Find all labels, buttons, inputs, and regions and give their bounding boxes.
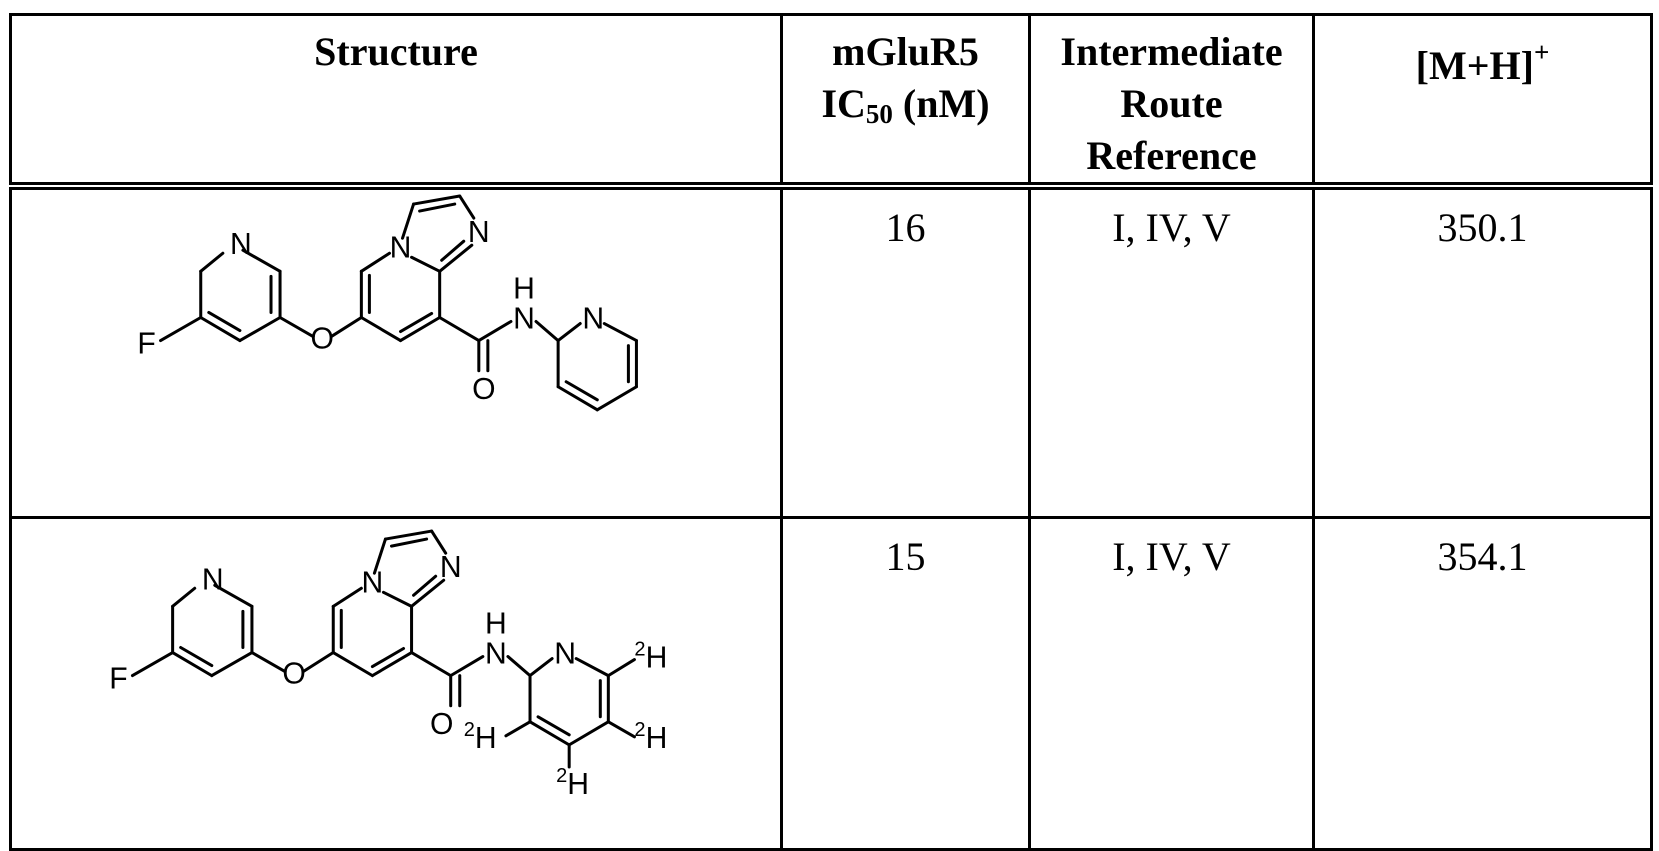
chemical-structure-1: N F O N N H N O N [12, 190, 780, 516]
compound-table: Structure mGluR5 IC50 (nM) Intermediate … [9, 13, 1653, 851]
atom-o: O [430, 708, 453, 741]
deuterium-label: 2H [556, 765, 589, 801]
route-cell: I, IV, V [1030, 518, 1314, 849]
atom-h: H [485, 608, 507, 641]
atom-n: N [202, 564, 224, 597]
atom-f: F [137, 328, 155, 361]
atom-f: F [109, 663, 127, 696]
atom-n: N [440, 551, 462, 584]
structure-cell: N F O N N H N O N 2H 2H 2H 2H [11, 518, 782, 849]
atom-n: N [513, 303, 535, 336]
atom-n: N [230, 228, 252, 261]
deuterium-label: 2H [634, 719, 667, 755]
atom-h: H [513, 272, 535, 305]
atom-n: N [468, 216, 490, 249]
structure-cell: N F O N N H N O N [11, 186, 782, 518]
mass-cell: 354.1 [1314, 518, 1652, 849]
header-route: Intermediate Route Reference [1030, 15, 1314, 187]
table-row: N F O N N H N O N 2H 2H 2H 2H [11, 518, 1652, 849]
atom-n: N [554, 638, 576, 671]
atom-o: O [472, 373, 495, 406]
header-ic50: mGluR5 IC50 (nM) [782, 15, 1030, 187]
atom-n: N [582, 303, 604, 336]
chemical-structure-2: N F O N N H N O N 2H 2H 2H 2H [12, 519, 780, 847]
header-row: Structure mGluR5 IC50 (nM) Intermediate … [11, 15, 1652, 187]
atom-n: N [390, 231, 412, 264]
route-cell: I, IV, V [1030, 186, 1314, 518]
atom-o: O [282, 658, 305, 691]
deuterium-label: 2H [634, 639, 667, 675]
ic50-cell: 15 [782, 518, 1030, 849]
atom-o: O [311, 323, 334, 356]
atom-n: N [485, 638, 507, 671]
table-row: N F O N N H N O N 16 I, IV, V 350.1 [11, 186, 1652, 518]
header-mass: [M+H]+ [1314, 15, 1652, 187]
atom-n: N [362, 567, 384, 600]
ic50-cell: 16 [782, 186, 1030, 518]
deuterium-label: 2H [464, 719, 497, 755]
mass-cell: 350.1 [1314, 186, 1652, 518]
header-structure: Structure [11, 15, 782, 187]
